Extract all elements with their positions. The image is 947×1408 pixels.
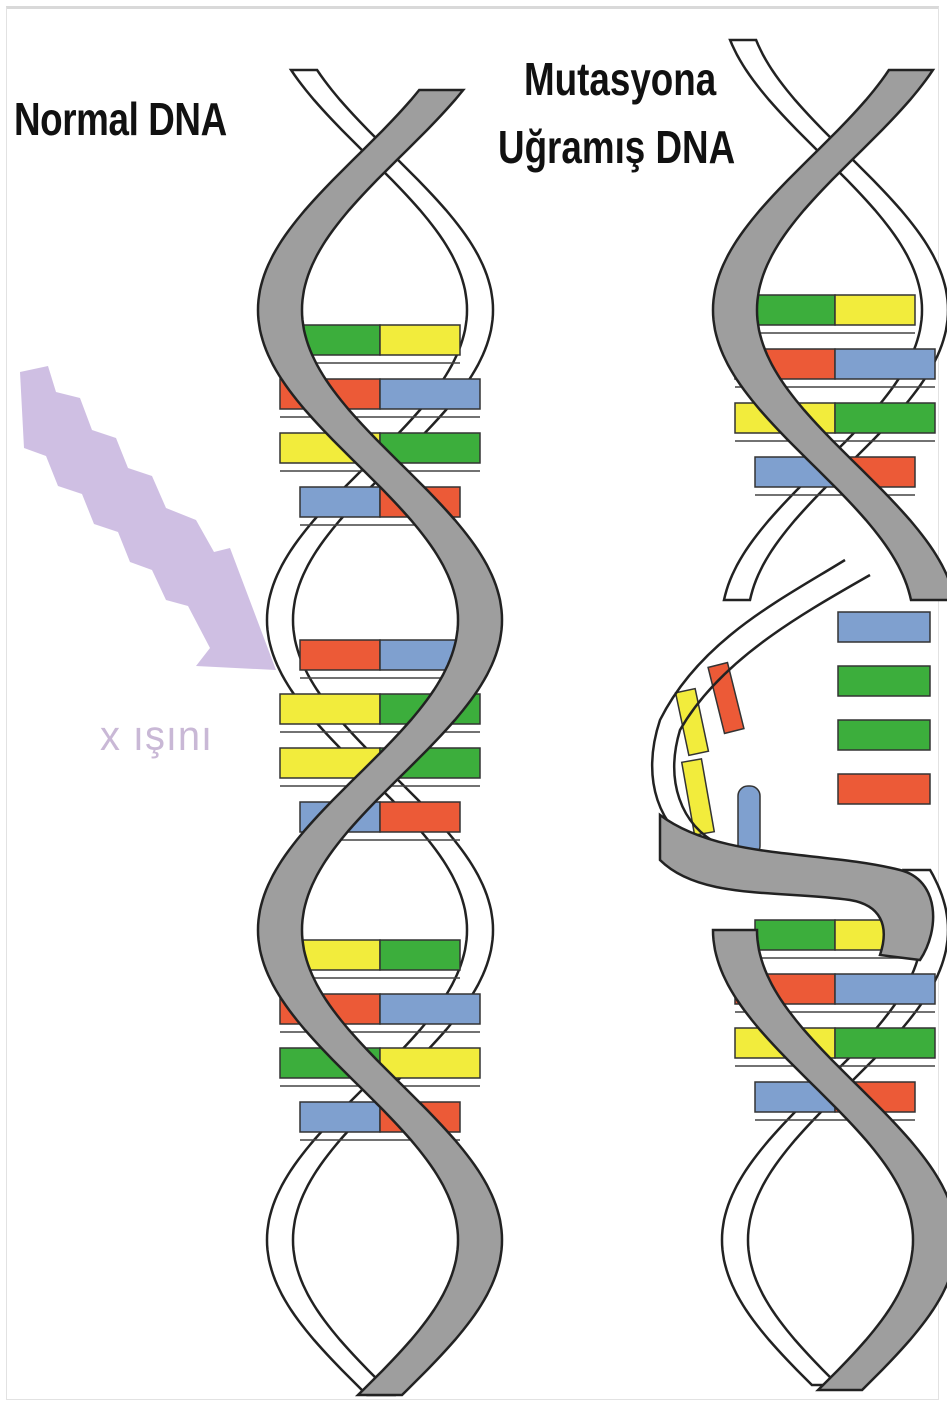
base-green <box>838 720 930 750</box>
base-blue <box>738 786 760 856</box>
mutated-dna-label-line2: Uğramış DNA <box>498 120 735 174</box>
xray-arrow <box>20 366 276 670</box>
base-blue <box>835 974 935 1004</box>
base-yellow <box>682 759 715 835</box>
base-blue <box>380 994 480 1024</box>
base-green <box>835 1028 935 1058</box>
base-blue <box>380 379 480 409</box>
base-yellow <box>300 940 380 970</box>
normal-dna-label: Normal DNA <box>14 92 227 146</box>
base-blue <box>835 349 935 379</box>
mutated-dna-label-line1: Mutasyona <box>524 52 716 106</box>
base-yellow <box>380 325 460 355</box>
base-green <box>755 295 835 325</box>
base-yellow <box>835 295 915 325</box>
base-green <box>300 325 380 355</box>
mutated-dna-broken-region <box>652 560 930 856</box>
xray-label: x ışını <box>100 712 213 760</box>
mutated-dna-front-strand-top <box>713 70 947 600</box>
base-blue <box>300 1102 380 1132</box>
base-red <box>838 774 930 804</box>
base-red <box>300 640 380 670</box>
xray-arrow-shape <box>20 366 276 670</box>
base-green <box>835 403 935 433</box>
base-blue <box>838 612 930 642</box>
base-yellow <box>380 1048 480 1078</box>
base-yellow <box>280 694 380 724</box>
base-blue <box>300 487 380 517</box>
base-green <box>838 666 930 696</box>
base-green <box>380 940 460 970</box>
base-yellow <box>676 689 709 756</box>
normal-dna-helix <box>258 70 502 1395</box>
base-green <box>755 920 835 950</box>
mutated-dna-helix <box>652 40 947 1390</box>
base-red <box>380 802 460 832</box>
